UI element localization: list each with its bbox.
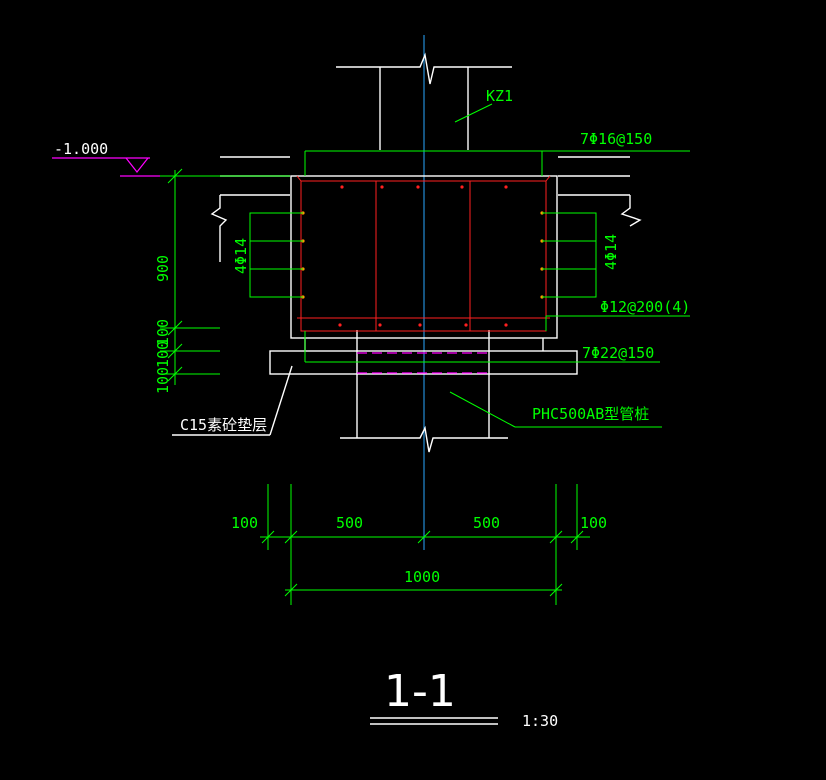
cushion-label: C15素砼垫层 xyxy=(180,416,267,434)
leader-lines xyxy=(172,103,690,436)
dim-h-100-left: 100 xyxy=(231,514,258,532)
dim-900: 900 xyxy=(154,255,172,282)
elevation-marker xyxy=(52,157,160,177)
dim-100-b: 100 xyxy=(154,341,172,368)
column-outline xyxy=(336,52,512,150)
side-bars-left-label: 4Φ14 xyxy=(232,238,250,274)
rebar-cage xyxy=(296,175,551,332)
dim-h-100-right: 100 xyxy=(580,514,607,532)
dim-h-500-right: 500 xyxy=(473,514,500,532)
elevation-label: -1.000 xyxy=(54,140,108,158)
dim-100-a: 100 xyxy=(154,319,172,346)
pile-outline xyxy=(340,330,508,453)
side-bars-right-label: 4Φ14 xyxy=(602,234,620,270)
dim-total: 1000 xyxy=(404,568,440,586)
vertical-dimensions xyxy=(160,168,290,385)
rebar-top-label: 7Φ16@150 xyxy=(580,130,652,148)
dim-100-c: 100 xyxy=(154,367,172,394)
embedment-lines xyxy=(357,352,489,374)
dim-h-500-left: 500 xyxy=(336,514,363,532)
section-title: 1-1 xyxy=(384,666,456,717)
slab-outline xyxy=(210,156,642,262)
scale-label: 1:30 xyxy=(522,712,558,730)
column-label: KZ1 xyxy=(486,87,513,105)
rebar-bottom-label: 7Φ22@150 xyxy=(582,344,654,362)
pile-label: PHC500AB型管桩 xyxy=(532,405,649,423)
stirrup-label: Φ12@200(4) xyxy=(600,298,690,316)
horizontal-dimensions xyxy=(260,484,590,605)
